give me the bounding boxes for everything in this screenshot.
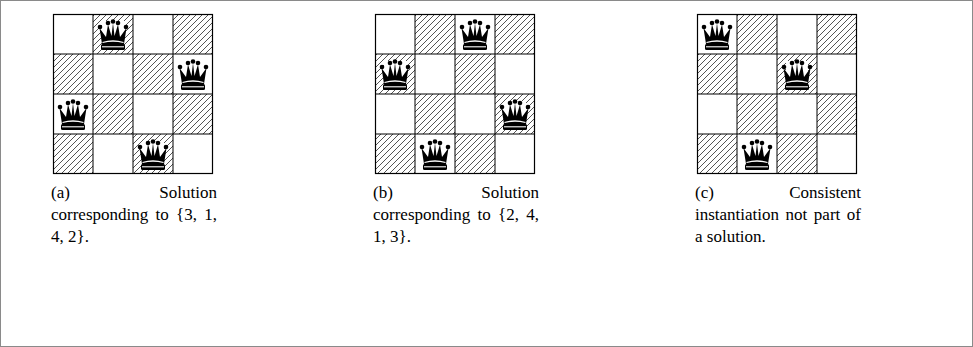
board-b (375, 14, 535, 174)
board-c (697, 14, 857, 174)
figure-caption: (a) Solution corresponding to {3, 1, 4, … (51, 182, 217, 248)
board-a (53, 14, 213, 174)
figure-caption: (c) Consistent instantiation not part of… (695, 182, 861, 248)
figure-caption: (b) Solution corresponding to {2, 4, 1, … (373, 182, 539, 248)
